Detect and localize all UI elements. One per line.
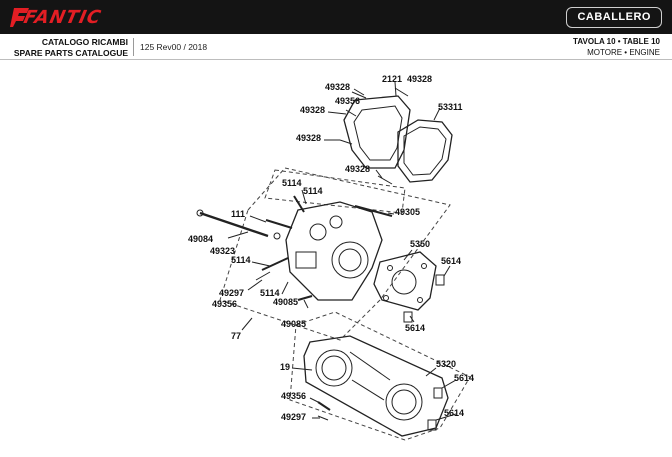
callout-77: 77 bbox=[231, 331, 242, 341]
catalogue-header: CATALOGO RICAMBI SPARE PARTS CATALOGUE 1… bbox=[0, 34, 672, 60]
callout-53311: 53311 bbox=[438, 102, 463, 112]
callout-49297-a: 49297 bbox=[219, 288, 245, 298]
callout-5614-d: 5614 bbox=[444, 408, 465, 418]
assembly-group: MOTORE • ENGINE bbox=[587, 48, 660, 57]
callout-49297-b: 49297 bbox=[281, 412, 307, 422]
callout-49085-b: 49085 bbox=[281, 319, 307, 329]
revision-label: 125 Rev00 / 2018 bbox=[140, 42, 208, 52]
callout-5114-b: 5114 bbox=[303, 186, 323, 196]
callout-5350: 5350 bbox=[410, 239, 431, 249]
callout-5614-c: 5614 bbox=[454, 373, 475, 383]
callout-49084: 49084 bbox=[188, 234, 214, 244]
callout-19: 19 bbox=[280, 362, 291, 372]
callout-49328-e: 49328 bbox=[345, 164, 371, 174]
header-divider bbox=[133, 38, 134, 56]
catalogue-title-it: CATALOGO RICAMBI bbox=[41, 37, 128, 47]
callout-5614-b: 5614 bbox=[405, 323, 426, 333]
model-badge: CABALLERO bbox=[566, 7, 662, 28]
callout-5114-c: 5114 bbox=[231, 255, 251, 265]
fantic-logo-icon bbox=[10, 8, 29, 27]
callout-49323: 49323 bbox=[210, 246, 236, 256]
callout-49328-c: 49328 bbox=[300, 105, 326, 115]
header-bar: FANTIC CABALLERO bbox=[0, 0, 672, 34]
callout-49085-a: 49085 bbox=[273, 297, 299, 307]
table-number: TAVOLA 10 • TABLE 10 bbox=[573, 37, 660, 46]
callout-49305: 49305 bbox=[395, 207, 421, 217]
callout-2121: 2121 bbox=[382, 74, 403, 84]
callout-49356-b: 49356 bbox=[212, 299, 238, 309]
callout-5114-a: 5114 bbox=[282, 178, 302, 188]
callout-49356-c: 49356 bbox=[281, 391, 307, 401]
callout-5320: 5320 bbox=[436, 359, 457, 369]
exploded-diagram: 49328 2121 49328 49356 49328 53311 49328… bbox=[0, 60, 672, 457]
callout-5614-a: 5614 bbox=[441, 256, 462, 266]
catalogue-title-en: SPARE PARTS CATALOGUE bbox=[13, 48, 128, 58]
callout-49328-d: 49328 bbox=[296, 133, 322, 143]
callout-49328-a: 49328 bbox=[325, 82, 351, 92]
callout-49356-a: 49356 bbox=[335, 96, 361, 106]
callout-111: 111 bbox=[231, 209, 246, 219]
callout-49328-b: 49328 bbox=[407, 74, 433, 84]
brand-name: FANTIC bbox=[21, 7, 104, 28]
callout-5114-d: 5114 bbox=[260, 288, 280, 298]
engine-parts-drawing bbox=[196, 81, 471, 441]
